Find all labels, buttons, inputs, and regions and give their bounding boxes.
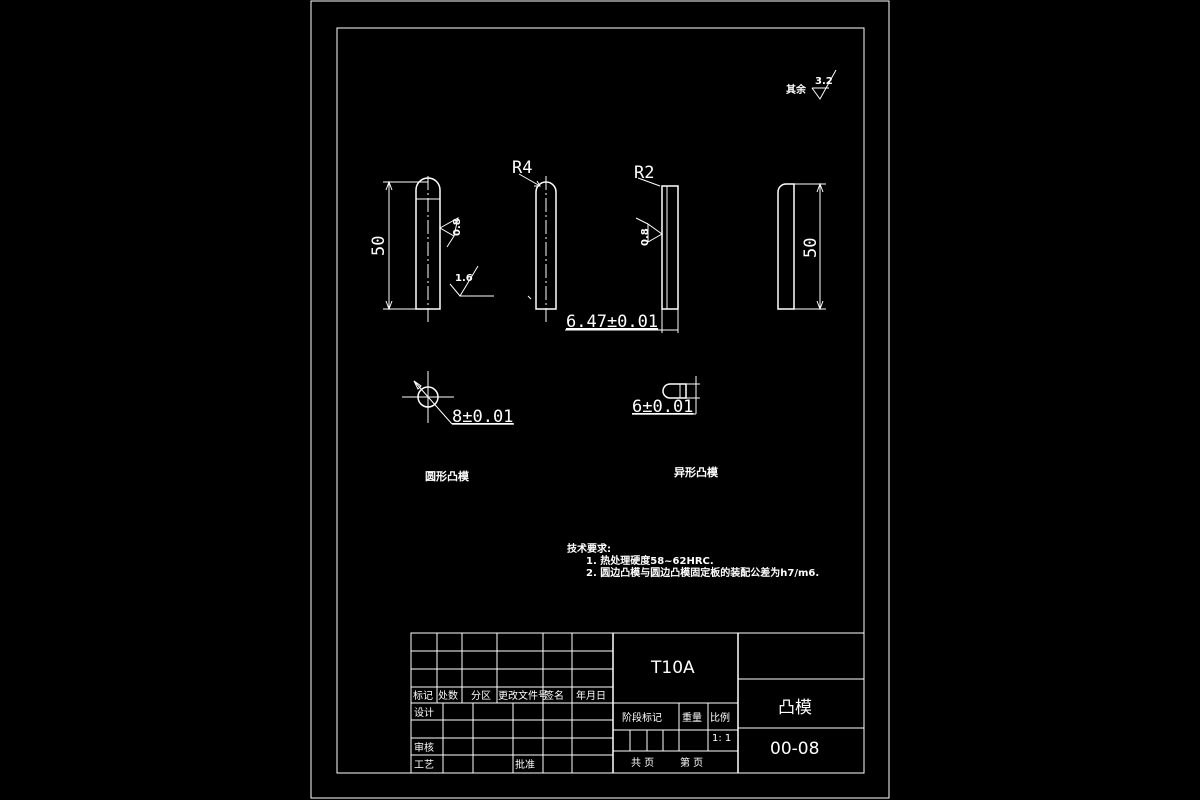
dim-length-left: 50 bbox=[369, 236, 389, 256]
outer-border bbox=[310, 0, 890, 799]
svg-text:0.8: 0.8 bbox=[452, 218, 463, 236]
caption-shaped-punch: 异形凸模 bbox=[674, 465, 719, 479]
scale-value: 1: 1 bbox=[712, 733, 731, 744]
roughness-symbol bbox=[449, 265, 494, 297]
roughness-symbol bbox=[811, 69, 837, 100]
view-shaped-punch-front: 50 bbox=[777, 182, 826, 311]
revision-header-date: 年月日 bbox=[576, 689, 606, 702]
dim-width-shaped: 6.47±0.01 bbox=[566, 312, 658, 332]
sheet-number: 第 页 bbox=[680, 756, 703, 769]
punch-outline bbox=[777, 183, 795, 310]
surface-finish-other-value: 3.2 bbox=[815, 76, 833, 87]
revision-header-mark: 标记 bbox=[413, 690, 433, 702]
part-name: 凸模 bbox=[778, 698, 812, 718]
role-design: 设计 bbox=[414, 706, 434, 719]
surface-finish-other: 其余 3.2 bbox=[786, 69, 837, 100]
surface-finish-other-label: 其余 bbox=[786, 83, 807, 96]
dim-length-right: 50 bbox=[801, 238, 821, 258]
sheets-total: 共 页 bbox=[631, 757, 654, 769]
role-approve: 批准 bbox=[515, 758, 535, 771]
revision-header-doc: 更改文件号 bbox=[498, 689, 548, 702]
role-review: 审核 bbox=[414, 741, 434, 754]
stage-mark-label: 阶段标记 bbox=[622, 711, 662, 724]
radius-label-r4: R4 bbox=[512, 158, 532, 178]
inner-border bbox=[336, 27, 865, 774]
caption-round-punch: 圆形凸模 bbox=[425, 469, 470, 483]
dim-width-shaped-section: 6±0.01 bbox=[632, 397, 693, 417]
scale-label: 比例 bbox=[710, 711, 730, 724]
roughness-symbol bbox=[635, 217, 663, 243]
punch-outline bbox=[415, 177, 441, 310]
revision-header-sign: 签名 bbox=[544, 689, 564, 702]
dim-diameter-round: 8±0.01 bbox=[452, 407, 513, 427]
svg-text:1.6: 1.6 bbox=[455, 273, 473, 284]
tech-requirement-item: 1. 热处理硬度58~62HRC. bbox=[586, 554, 714, 567]
material: T10A bbox=[650, 658, 695, 678]
revision-header-zone: 分区 bbox=[471, 690, 491, 702]
view-shaped-punch-section: 6±0.01 bbox=[632, 376, 700, 417]
role-process: 工艺 bbox=[414, 759, 434, 771]
view-shaped-punch-edge: R2 0.8 6.47±0.01 bbox=[565, 163, 679, 333]
tech-requirements-title: 技术要求: bbox=[567, 542, 611, 555]
radius-label-r2: R2 bbox=[634, 163, 654, 183]
punch-outline bbox=[661, 185, 679, 310]
revision-header-count: 处数 bbox=[438, 689, 458, 702]
weight-label: 重量 bbox=[682, 711, 702, 724]
tech-requirement-item: 2. 圆边凸模与圆边凸模固定板的装配公差为h7/m6. bbox=[586, 566, 819, 579]
view-round-punch-side: R4 bbox=[512, 158, 557, 322]
drawing-number: 00-08 bbox=[770, 739, 819, 759]
view-round-punch-section: 8±0.01 bbox=[402, 371, 514, 427]
roughness-symbol bbox=[438, 217, 459, 248]
title-block: 标记 处数 分区 更改文件号 签名 年月日 设计 审核 工艺 批准 T10A 阶… bbox=[410, 632, 865, 774]
tech-requirements: 技术要求: 1. 热处理硬度58~62HRC. 2. 圆边凸模与圆边凸模固定板的… bbox=[567, 542, 819, 579]
section-outline bbox=[662, 383, 687, 399]
view-round-punch-front: 50 0.8 1.6 bbox=[369, 176, 494, 322]
punch-outline bbox=[535, 181, 557, 310]
svg-text:0.8: 0.8 bbox=[640, 228, 651, 246]
